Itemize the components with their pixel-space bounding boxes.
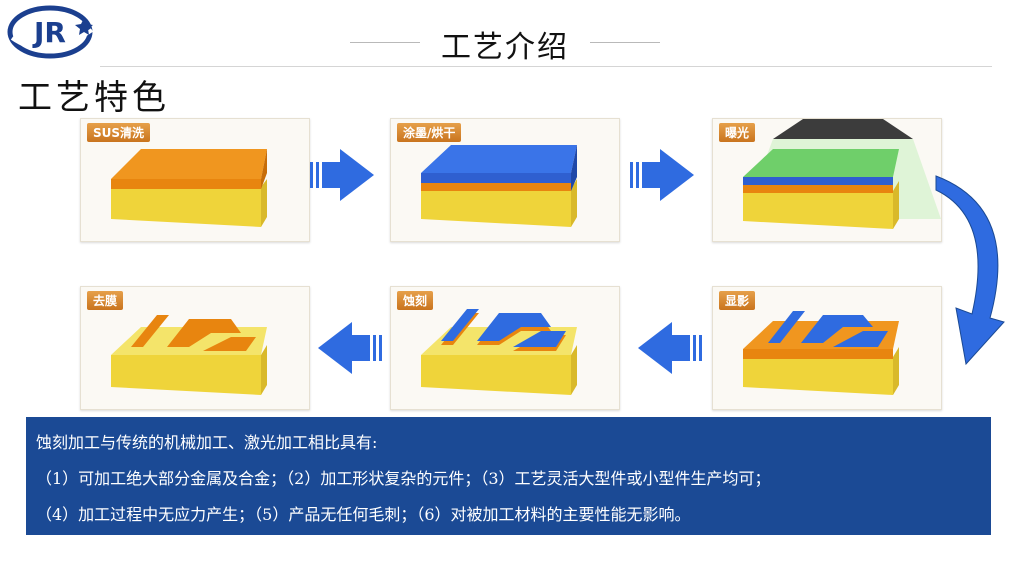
step-panel-sus-cleaning: SUS清洗 bbox=[80, 118, 310, 242]
step-panel-exposure: 曝光 bbox=[712, 118, 942, 242]
step-label: 蚀刻 bbox=[397, 291, 434, 310]
arrow-left-icon bbox=[638, 322, 702, 374]
step-label: 显影 bbox=[719, 291, 756, 310]
plate-illustration bbox=[111, 315, 267, 395]
step-panel-ink-coating: 涂墨/烘干 bbox=[390, 118, 620, 242]
header-divider bbox=[100, 66, 992, 67]
info-features-4-6: （4）加工过程中无应力产生；（5）产品无任何毛刺；（6）对被加工材料的主要性能无… bbox=[36, 505, 691, 524]
step-label: 去膜 bbox=[87, 291, 124, 310]
plate-illustration bbox=[743, 311, 899, 395]
step-label: 涂墨/烘干 bbox=[397, 123, 462, 142]
logo-text: JR bbox=[32, 16, 66, 49]
curved-arrow-icon bbox=[935, 175, 1005, 366]
page-title: 工艺介绍 bbox=[441, 30, 569, 65]
plate-illustration bbox=[421, 145, 577, 227]
step-label: SUS清洗 bbox=[87, 123, 151, 142]
step-panel-etching: 蚀刻 bbox=[390, 286, 620, 410]
arrow-right-icon bbox=[310, 149, 374, 201]
arrow-right-icon bbox=[630, 149, 694, 201]
info-features-1-3: （1）可加工绝大部分金属及合金；（2）加工形状复杂的元件；（3）工艺灵活大型件或… bbox=[36, 469, 771, 488]
plate-illustration bbox=[421, 309, 577, 395]
features-info-box: 蚀刻加工与传统的机械加工、激光加工相比具有: （1）可加工绝大部分金属及合金；（… bbox=[26, 417, 991, 535]
info-intro: 蚀刻加工与传统的机械加工、激光加工相比具有: bbox=[36, 433, 378, 452]
plate-illustration bbox=[743, 119, 941, 229]
section-subtitle: 工艺特色 bbox=[18, 78, 170, 118]
step-panel-developing: 显影 bbox=[712, 286, 942, 410]
arrow-left-icon bbox=[318, 322, 382, 374]
company-logo: JR bbox=[7, 5, 94, 59]
plate-illustration bbox=[111, 149, 267, 227]
title-area: 工艺介绍 bbox=[350, 22, 660, 65]
step-panel-stripping: 去膜 bbox=[80, 286, 310, 410]
step-label: 曝光 bbox=[719, 123, 756, 142]
